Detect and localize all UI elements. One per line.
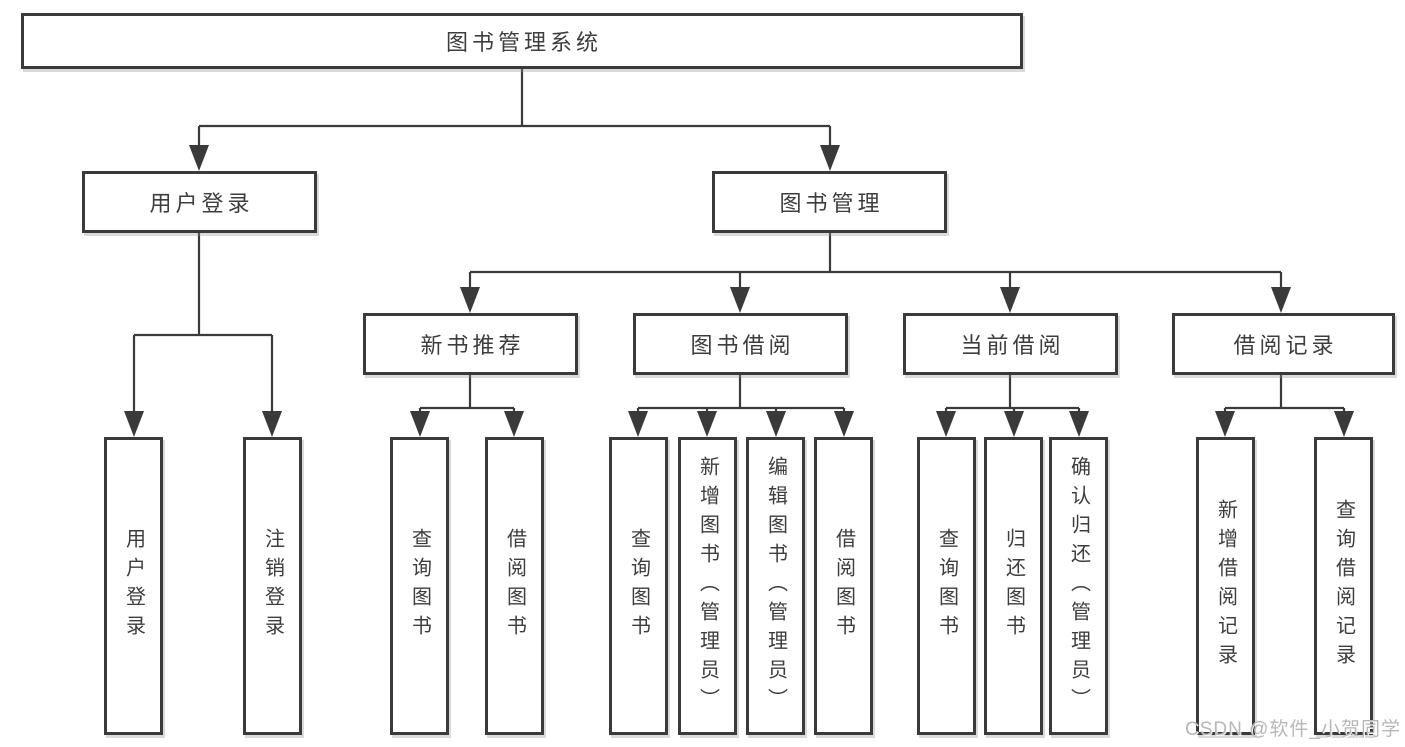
node-new-book-recommendation: 新书推荐	[363, 313, 578, 375]
node-return-books: 归还图书	[984, 437, 1043, 735]
node-label: 归还图书	[1002, 528, 1025, 644]
node-label: 新增图书（管理员）	[696, 455, 719, 717]
node-book-management: 图书管理	[712, 171, 947, 233]
node-label: 新增借阅记录	[1214, 499, 1237, 673]
node-label: 借阅图书	[503, 528, 526, 644]
node-logout: 注销登录	[243, 437, 302, 735]
node-label: 注销登录	[261, 528, 284, 644]
node-borrow-books-recommend: 借阅图书	[485, 437, 544, 735]
node-query-books-borrowing: 查询图书	[609, 437, 668, 735]
node-label: 查询图书	[627, 528, 650, 644]
node-add-borrow-record: 新增借阅记录	[1196, 437, 1255, 735]
node-book-borrowing: 图书借阅	[633, 313, 848, 375]
node-add-book-admin: 新增图书（管理员）	[678, 437, 737, 735]
node-query-books-current: 查询图书	[917, 437, 976, 735]
node-confirm-return-admin: 确认归还（管理员）	[1049, 437, 1108, 735]
node-book-management-system: 图书管理系统	[21, 13, 1023, 69]
node-label: 编辑图书（管理员）	[764, 455, 787, 717]
node-borrowing-records: 借阅记录	[1172, 313, 1395, 375]
node-user-login: 用户登录	[82, 171, 317, 233]
node-label: 查询借阅记录	[1332, 499, 1355, 673]
node-edit-book-admin: 编辑图书（管理员）	[746, 437, 805, 735]
watermark: CSDN @软件_小贺同学	[1185, 719, 1401, 740]
node-label: 用户登录	[122, 528, 145, 644]
node-borrow-books-leaf: 借阅图书	[814, 437, 873, 735]
node-label: 查询图书	[935, 528, 958, 644]
node-query-books-recommend: 查询图书	[390, 437, 449, 735]
node-user-login-leaf: 用户登录	[104, 437, 163, 735]
node-current-borrowing: 当前借阅	[903, 313, 1118, 375]
node-label: 确认归还（管理员）	[1067, 455, 1090, 717]
node-query-borrow-record: 查询借阅记录	[1314, 437, 1373, 735]
node-label: 借阅图书	[832, 528, 855, 644]
node-label: 查询图书	[408, 528, 431, 644]
